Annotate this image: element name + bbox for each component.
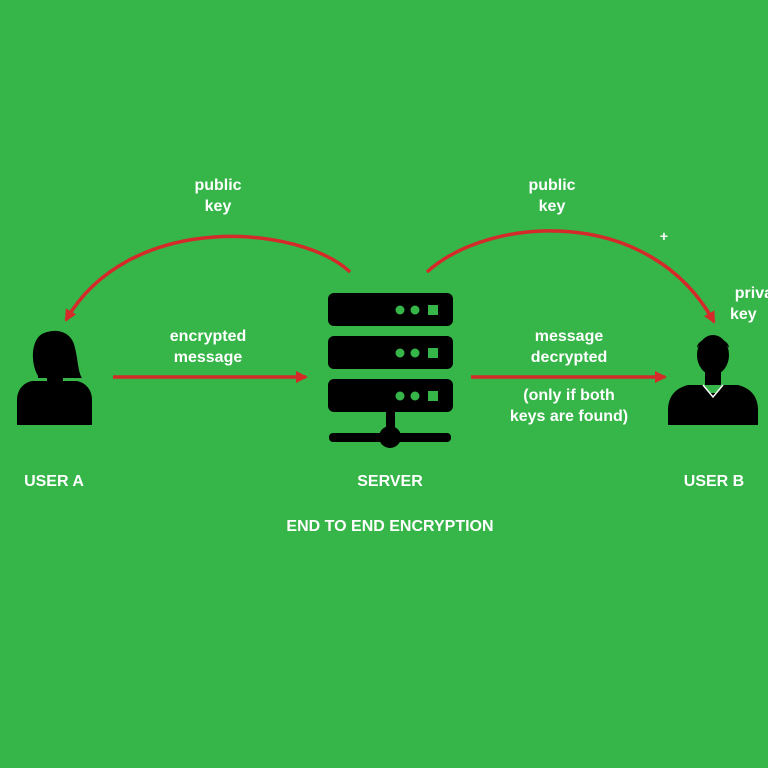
condition-label: (only if both keys are found) (479, 385, 659, 427)
public-key-label-right: public key (512, 175, 592, 217)
private-key-line2: key (730, 306, 757, 323)
public-key-left-line1: public (194, 177, 242, 194)
female-user-icon (17, 330, 92, 425)
encrypted-message-line1: encrypted (169, 328, 247, 345)
plus-sign: + (659, 228, 669, 244)
public-key-right-line2: key (538, 198, 566, 215)
private-key-label: private key (716, 283, 768, 325)
condition-line2: keys are found) (509, 408, 629, 425)
public-key-arrow-left (64, 234, 352, 322)
encrypted-message-label: encrypted message (138, 326, 278, 368)
encrypted-message-line2: message (173, 349, 243, 366)
male-user-icon (668, 335, 758, 425)
private-key-line1: private (734, 285, 768, 302)
message-decrypted-line1: message (534, 328, 604, 345)
condition-line1: (only if both (523, 387, 615, 404)
diagram-title: END TO END ENCRYPTION (286, 518, 494, 535)
message-decrypted-label: message decrypted (499, 326, 639, 368)
server-icon (328, 293, 453, 448)
user-b-label: USER B (683, 473, 745, 490)
message-decrypted-line2: decrypted (530, 349, 608, 366)
public-key-left-line2: key (204, 198, 232, 215)
server-label: SERVER (357, 473, 423, 490)
public-key-right-line1: public (528, 177, 576, 194)
public-key-label-left: public key (178, 175, 258, 217)
public-key-arrow-right (425, 229, 716, 324)
user-a-label: USER A (24, 473, 84, 490)
